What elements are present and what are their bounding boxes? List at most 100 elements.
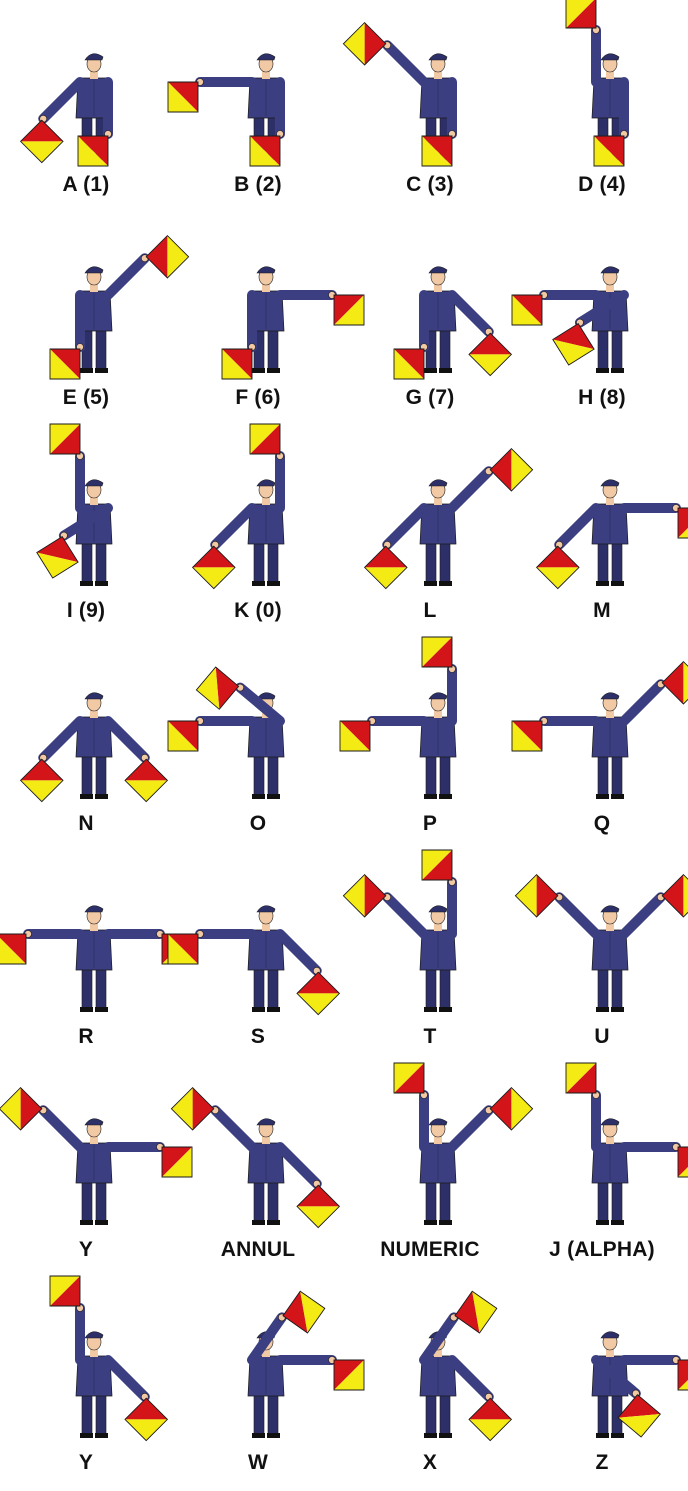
semaphore-signaller-icon [172,1278,344,1448]
right-flag [297,1185,339,1227]
left-arm [21,721,80,802]
right-arm [280,934,339,1015]
signal-cell: W [172,1278,344,1491]
right-flag [662,662,688,704]
right-flag [678,1360,688,1390]
signal-label: G (7) [344,386,516,410]
left-flag [50,349,80,379]
left-arm [424,1291,497,1360]
signal-cell: I (9) [0,426,172,639]
right-flag [662,875,688,917]
signal-label: O [172,812,344,836]
signal-label: J (ALPHA) [516,1238,688,1262]
signal-label: A (1) [0,173,172,197]
right-flag [678,1147,688,1177]
right-flag [125,1398,167,1440]
signal-label: H (8) [516,386,688,410]
signal-cell: S [172,852,344,1065]
signal-cell: L [344,426,516,639]
semaphore-signaller-icon [344,639,516,809]
signal-cell: C (3) [344,0,516,213]
right-flag [297,972,339,1014]
left-arm [365,508,424,589]
right-flag [78,136,108,166]
semaphore-signaller-icon [0,213,172,383]
semaphore-signaller-icon [344,426,516,596]
signal-cell: P [344,639,516,852]
left-arm [566,0,600,82]
semaphore-signaller-icon [172,213,344,383]
left-arm [515,875,596,934]
left-flag [21,759,63,801]
signal-cell: ANNUL [172,1065,344,1278]
left-flag [455,1291,497,1333]
left-arm [343,875,424,934]
signal-label: X [344,1451,516,1475]
signal-label: U [516,1025,688,1049]
right-arm [624,1357,688,1391]
semaphore-signaller-icon [0,1065,172,1235]
left-arm [252,1291,325,1360]
right-flag [422,850,452,880]
right-flag [422,637,452,667]
left-flag [340,721,370,751]
left-flag [168,82,198,112]
left-arm [566,1063,600,1147]
signal-label: E (5) [0,386,172,410]
left-flag [50,1276,80,1306]
semaphore-signaller-icon [344,1278,516,1448]
signal-cell: NUMERIC [344,1065,516,1278]
signal-label: T [344,1025,516,1049]
signal-cell: M [516,426,688,639]
signal-label: N [0,812,172,836]
signal-cell: G (7) [344,213,516,426]
semaphore-signaller-icon [516,639,688,809]
semaphore-signaller-icon [0,426,172,596]
right-flag [196,667,238,709]
signal-cell: R [0,852,172,1065]
left-flag [512,721,542,751]
signal-label: L [344,599,516,623]
left-arm [0,1088,80,1147]
signal-cell: T [344,852,516,1065]
semaphore-signaller-icon [0,639,172,809]
left-arm [340,718,424,752]
right-flag [678,508,688,538]
semaphore-signaller-icon [344,1065,516,1235]
semaphore-signaller-icon [172,426,344,596]
left-flag [515,875,557,917]
left-flag [171,1088,213,1130]
right-arm [280,1147,339,1228]
left-arm [171,1088,252,1147]
left-flag [50,424,80,454]
left-arm [0,931,80,965]
signal-label: W [172,1451,344,1475]
semaphore-signaller-icon [172,0,344,170]
left-arm [222,295,256,379]
left-arm [168,79,252,113]
left-flag [394,349,424,379]
right-arm [624,505,688,539]
left-flag [537,546,579,588]
signal-label: Y [0,1238,172,1262]
left-arm [394,1063,428,1147]
semaphore-signaller-icon [344,0,516,170]
left-flag [168,934,198,964]
left-flag [512,295,542,325]
signal-label: I (9) [0,599,172,623]
signal-cell: Y [0,1065,172,1278]
signal-cell: N [0,639,172,852]
semaphore-signaller-icon [516,0,688,170]
signal-cell: D (4) [516,0,688,213]
signal-cell: B (2) [172,0,344,213]
left-flag [394,1063,424,1093]
left-arm [512,718,596,752]
right-arm [624,1144,688,1178]
right-arm [624,662,688,721]
right-arm [108,721,167,802]
signal-label: D (4) [516,173,688,197]
left-flag [283,1291,325,1333]
left-flag [222,349,252,379]
signal-label: M [516,599,688,623]
